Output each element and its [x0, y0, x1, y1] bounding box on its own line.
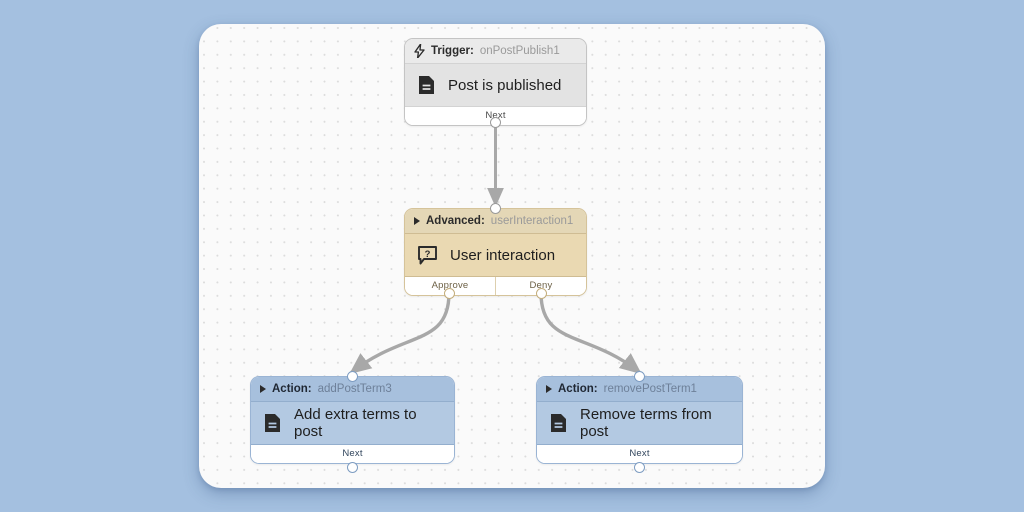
document-icon — [418, 75, 435, 95]
node-action-remove-terms[interactable]: Action: removePostTerm1 Remove terms fro… — [536, 376, 743, 464]
node-action-remove-terms-name: removePostTerm1 — [603, 383, 697, 395]
caret-right-icon[interactable] — [260, 385, 266, 393]
port-label-approve[interactable]: Approve — [431, 280, 469, 291]
caret-right-icon[interactable] — [546, 385, 552, 393]
node-action-add-terms-footer: Next — [251, 445, 454, 463]
node-action-remove-terms-body: Remove terms from post — [537, 402, 742, 445]
node-trigger-footer: Next — [405, 107, 586, 125]
node-trigger-header: Trigger: onPostPublish1 — [405, 39, 586, 64]
node-action-remove-terms-title: Remove terms from post — [580, 406, 712, 440]
node-action-remove-terms-kind: Action: — [558, 383, 598, 395]
node-action-add-terms-title: Add extra terms to post — [294, 406, 417, 440]
node-action-add-terms-body: Add extra terms to post — [251, 402, 454, 445]
port-trigger-next[interactable] — [490, 116, 501, 128]
node-trigger[interactable]: Trigger: onPostPublish1 Post is publishe… — [404, 38, 587, 126]
node-action-add-terms-name: addPostTerm3 — [317, 383, 392, 395]
node-trigger-kind: Trigger: — [431, 45, 474, 57]
svg-text:?: ? — [425, 249, 431, 260]
node-advanced[interactable]: Advanced: userInteraction1 ? User intera… — [404, 208, 587, 296]
port-remove-terms-next[interactable] — [633, 461, 645, 473]
caret-right-icon[interactable] — [414, 217, 420, 225]
lightning-bolt-icon — [414, 43, 425, 59]
port-label-next[interactable]: Next — [485, 110, 506, 121]
node-advanced-body: ? User interaction — [405, 234, 586, 277]
port-label-deny[interactable]: Deny — [495, 277, 586, 295]
port-add-terms-in[interactable] — [346, 370, 358, 382]
port-advanced-in[interactable] — [490, 202, 501, 214]
port-label-next[interactable]: Next — [629, 448, 650, 459]
port-add-terms-next[interactable] — [346, 461, 358, 473]
document-icon — [550, 413, 567, 433]
node-action-add-terms[interactable]: Action: addPostTerm3 Add extra terms to … — [250, 376, 455, 464]
node-advanced-title: User interaction — [450, 246, 556, 264]
port-remove-terms-in[interactable] — [633, 370, 645, 382]
node-advanced-kind: Advanced: — [426, 215, 485, 227]
node-trigger-name: onPostPublish1 — [479, 45, 560, 57]
node-action-remove-terms-footer: Next — [537, 445, 742, 463]
port-advanced-approve[interactable] — [443, 287, 455, 299]
question-bubble-icon: ? — [418, 245, 437, 265]
node-advanced-header: Advanced: userInteraction1 — [405, 209, 586, 234]
port-advanced-deny[interactable] — [535, 287, 547, 299]
node-trigger-body: Post is published — [405, 64, 586, 107]
document-icon — [264, 413, 281, 433]
port-label-next[interactable]: Next — [342, 448, 363, 459]
node-advanced-name: userInteraction1 — [490, 215, 574, 227]
node-trigger-title: Post is published — [448, 76, 562, 94]
node-advanced-footer: Approve Deny — [405, 277, 586, 295]
node-action-add-terms-kind: Action: — [272, 383, 312, 395]
